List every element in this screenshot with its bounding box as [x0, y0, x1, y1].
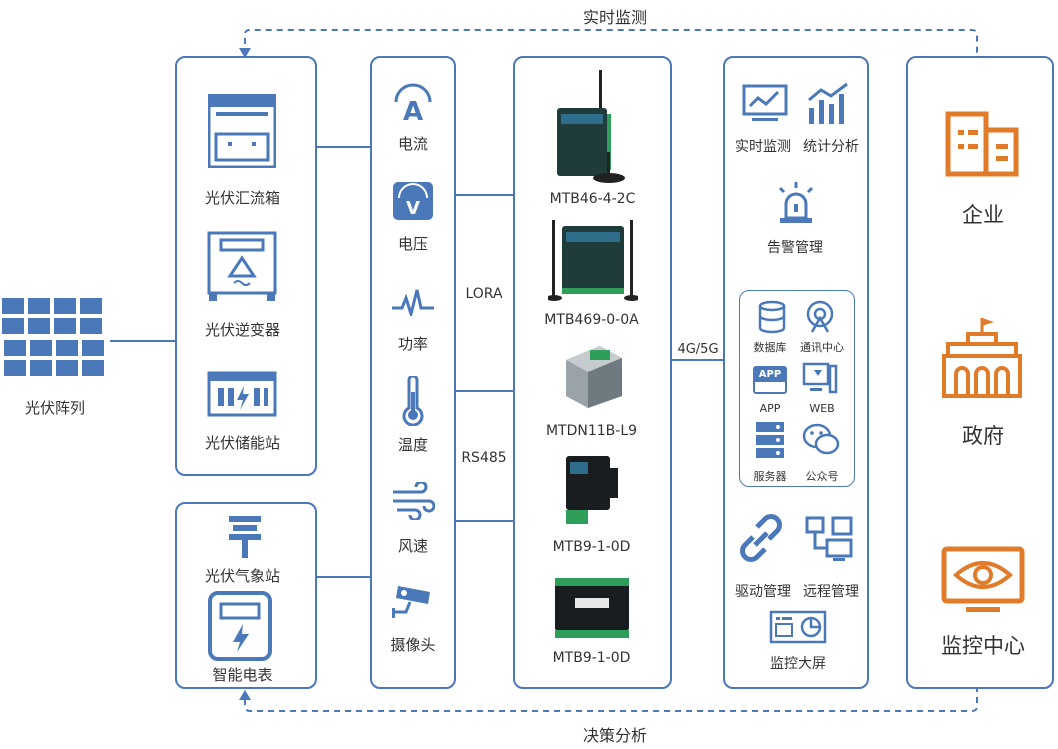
io-controller-icon: [555, 578, 629, 638]
link-label-rs485: RS485: [461, 450, 507, 466]
link-label-cellular: 4G/5G: [677, 342, 719, 357]
device-label-2: MTB469-0-0A: [544, 312, 639, 328]
web-icon: [802, 362, 838, 394]
router-device-icon: [557, 70, 625, 183]
platform-label-bigscreen: 监控大屏: [770, 656, 826, 672]
sensors-box: [370, 56, 456, 689]
smart-meter-icon: [208, 591, 272, 661]
comm-center-icon: [806, 300, 834, 333]
app-icon-badge: APP: [755, 368, 785, 382]
sensor-label-temperature: 温度: [397, 436, 428, 454]
alarm-icon: [778, 182, 814, 223]
service-label-server: 服务器: [753, 470, 787, 483]
remote-manage-icon: [805, 516, 853, 561]
big-screen-icon: [769, 610, 827, 644]
svg-text:V: V: [406, 198, 420, 219]
flow-label-top: 实时监测: [582, 8, 647, 27]
service-label-database: 数据库: [753, 341, 787, 354]
storage-station-icon: [207, 371, 277, 417]
server-icon: [756, 422, 784, 458]
service-label-web: WEB: [809, 402, 835, 415]
din-module-icon: [566, 346, 622, 408]
combiner-box-icon: [208, 94, 276, 168]
weather-station-icon: [229, 516, 261, 558]
service-label-comm: 通讯中心: [800, 341, 844, 354]
service-label-wechat: 公众号: [805, 470, 839, 483]
sensor-label-camera: 摄像头: [390, 636, 436, 654]
service-label-app: APP: [759, 402, 781, 415]
statistics-icon: [808, 82, 848, 124]
sensor-label-power: 功率: [397, 335, 428, 353]
svg-text:A: A: [403, 97, 423, 124]
source-label-storage: 光伏储能站: [204, 434, 280, 452]
flow-label-bottom: 决策分析: [582, 726, 647, 745]
solar-panel-icon: [2, 298, 104, 376]
database-icon: [758, 300, 786, 334]
government-icon: [942, 318, 1022, 398]
client-label-enterprise: 企业: [962, 203, 1004, 227]
platform-label-realtime: 实时监测: [735, 139, 791, 155]
device-label-5: MTB9-1-0D: [552, 650, 631, 666]
sensor-label-voltage: 电压: [397, 235, 428, 253]
platform-label-driver: 驱动管理: [735, 584, 791, 600]
platform-label-remote: 远程管理: [803, 584, 859, 600]
client-label-government: 政府: [962, 424, 1004, 448]
realtime-monitor-icon: [742, 84, 788, 121]
sensor-label-wind: 风速: [397, 537, 428, 555]
rail-io-module-icon: [566, 456, 618, 524]
enterprise-icon: [945, 111, 1019, 177]
monitor-eye-icon: [941, 546, 1025, 612]
current-icon: A: [394, 83, 432, 124]
pv-array-label: 光伏阵列: [24, 399, 85, 417]
platform-label-alarm: 告警管理: [767, 240, 823, 256]
inverter-icon: [207, 231, 277, 301]
gateway-device-icon: [548, 220, 638, 301]
device-label-3: MTDN11B-L9: [545, 423, 638, 439]
source-label-combiner: 光伏汇流箱: [204, 189, 280, 207]
link-chain-icon: [740, 514, 782, 562]
aux-label-meter: 智能电表: [212, 666, 273, 684]
device-label-1: MTB46-4-2C: [549, 191, 636, 207]
wind-icon: [393, 482, 435, 520]
voltage-icon: V: [393, 182, 433, 220]
sensor-label-current: 电流: [397, 135, 428, 153]
device-label-4: MTB9-1-0D: [552, 539, 631, 555]
wechat-official-icon: [802, 423, 840, 455]
power-icon: [392, 289, 434, 316]
aux-label-weather: 光伏气象站: [204, 567, 280, 585]
camera-icon: [392, 586, 430, 618]
link-label-lora: LORA: [465, 286, 503, 302]
platform-label-statistics: 统计分析: [803, 139, 859, 155]
source-label-inverter: 光伏逆变器: [204, 321, 280, 339]
thermometer-icon: [402, 376, 424, 426]
app-icon: APP: [753, 366, 787, 394]
client-label-monitor-center: 监控中心: [941, 634, 1025, 658]
